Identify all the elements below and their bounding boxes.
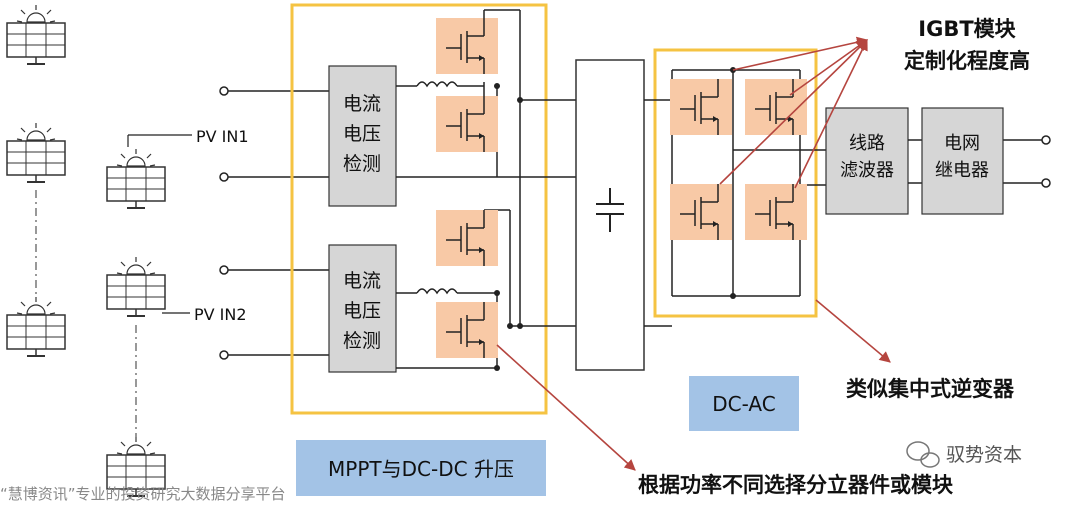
solar-panel-icon: [106, 148, 166, 209]
igbt-note-line2: 定制化程度高: [904, 49, 1030, 73]
boost-switch-icon: [435, 209, 499, 267]
boost-switch-icon: [435, 17, 499, 75]
mppt-dcdc-box: [290, 3, 548, 415]
solar-panel-icon: [6, 122, 66, 183]
solar-panel-icon: [6, 296, 66, 357]
output-terminal: [1041, 135, 1051, 145]
detect-label: 检测: [343, 330, 381, 352]
dc-ac-label: DC-AC: [712, 392, 775, 416]
input-terminal: [219, 86, 229, 96]
central-arrow: [815, 299, 891, 363]
detect-label: 电流: [343, 270, 381, 292]
igbt-arrow: [789, 39, 868, 96]
relay-label: 电网: [944, 133, 980, 154]
input-terminal: [219, 350, 229, 360]
filter-label: 线路: [849, 133, 885, 154]
input-wires: [226, 90, 329, 356]
igbt-switch-icon: [669, 78, 733, 136]
current-voltage-detect-block: [328, 65, 397, 207]
line-filter-block: [825, 107, 909, 215]
central-note: 类似集中式逆变器: [846, 377, 1015, 401]
wechat-icon: [906, 441, 940, 468]
igbt-switch-icon: [669, 183, 733, 241]
brand-watermark: 驭势资本: [946, 444, 1022, 466]
boost-wiring: [396, 9, 576, 369]
dc-ac-box: [653, 48, 818, 318]
pv-in2-label: PV IN2: [194, 305, 247, 324]
boost-switch-icon: [435, 95, 499, 153]
igbt-arrow: [719, 39, 868, 185]
mppt-label-box: [296, 440, 546, 496]
filter-label: 滤波器: [840, 160, 894, 181]
detect-label: 电压: [343, 300, 381, 322]
current-voltage-detect-block: [328, 244, 397, 373]
igbt-arrow: [732, 36, 869, 71]
boost-switch-icon: [435, 301, 499, 359]
output-terminal: [1041, 178, 1051, 188]
watermark-text: “慧博资讯”专业的投资研究大数据分享平台: [0, 485, 286, 501]
pv-in1-label: PV IN1: [196, 127, 249, 146]
input-terminal: [219, 172, 229, 182]
discrete-note: 根据功率不同选择分立器件或模块: [638, 473, 954, 497]
input-terminal: [219, 265, 229, 275]
discrete-arrow: [496, 344, 636, 471]
grid-relay-block: [921, 107, 1004, 215]
detect-label: 电压: [343, 123, 381, 145]
igbt-note-line1: IGBT模块: [918, 17, 1016, 41]
detect-label: 检测: [343, 153, 381, 175]
solar-panel-icon: [6, 4, 66, 65]
dc-ac-label-box: [689, 376, 799, 431]
igbt-switch-icon: [744, 183, 808, 241]
detect-label: 电流: [343, 93, 381, 115]
solar-panel-icon: [106, 256, 166, 317]
capacitor-icon: [596, 188, 624, 232]
mppt-label: MPPT与DC-DC 升压: [328, 457, 514, 481]
igbt-arrow: [794, 38, 868, 189]
relay-label: 继电器: [935, 160, 989, 181]
